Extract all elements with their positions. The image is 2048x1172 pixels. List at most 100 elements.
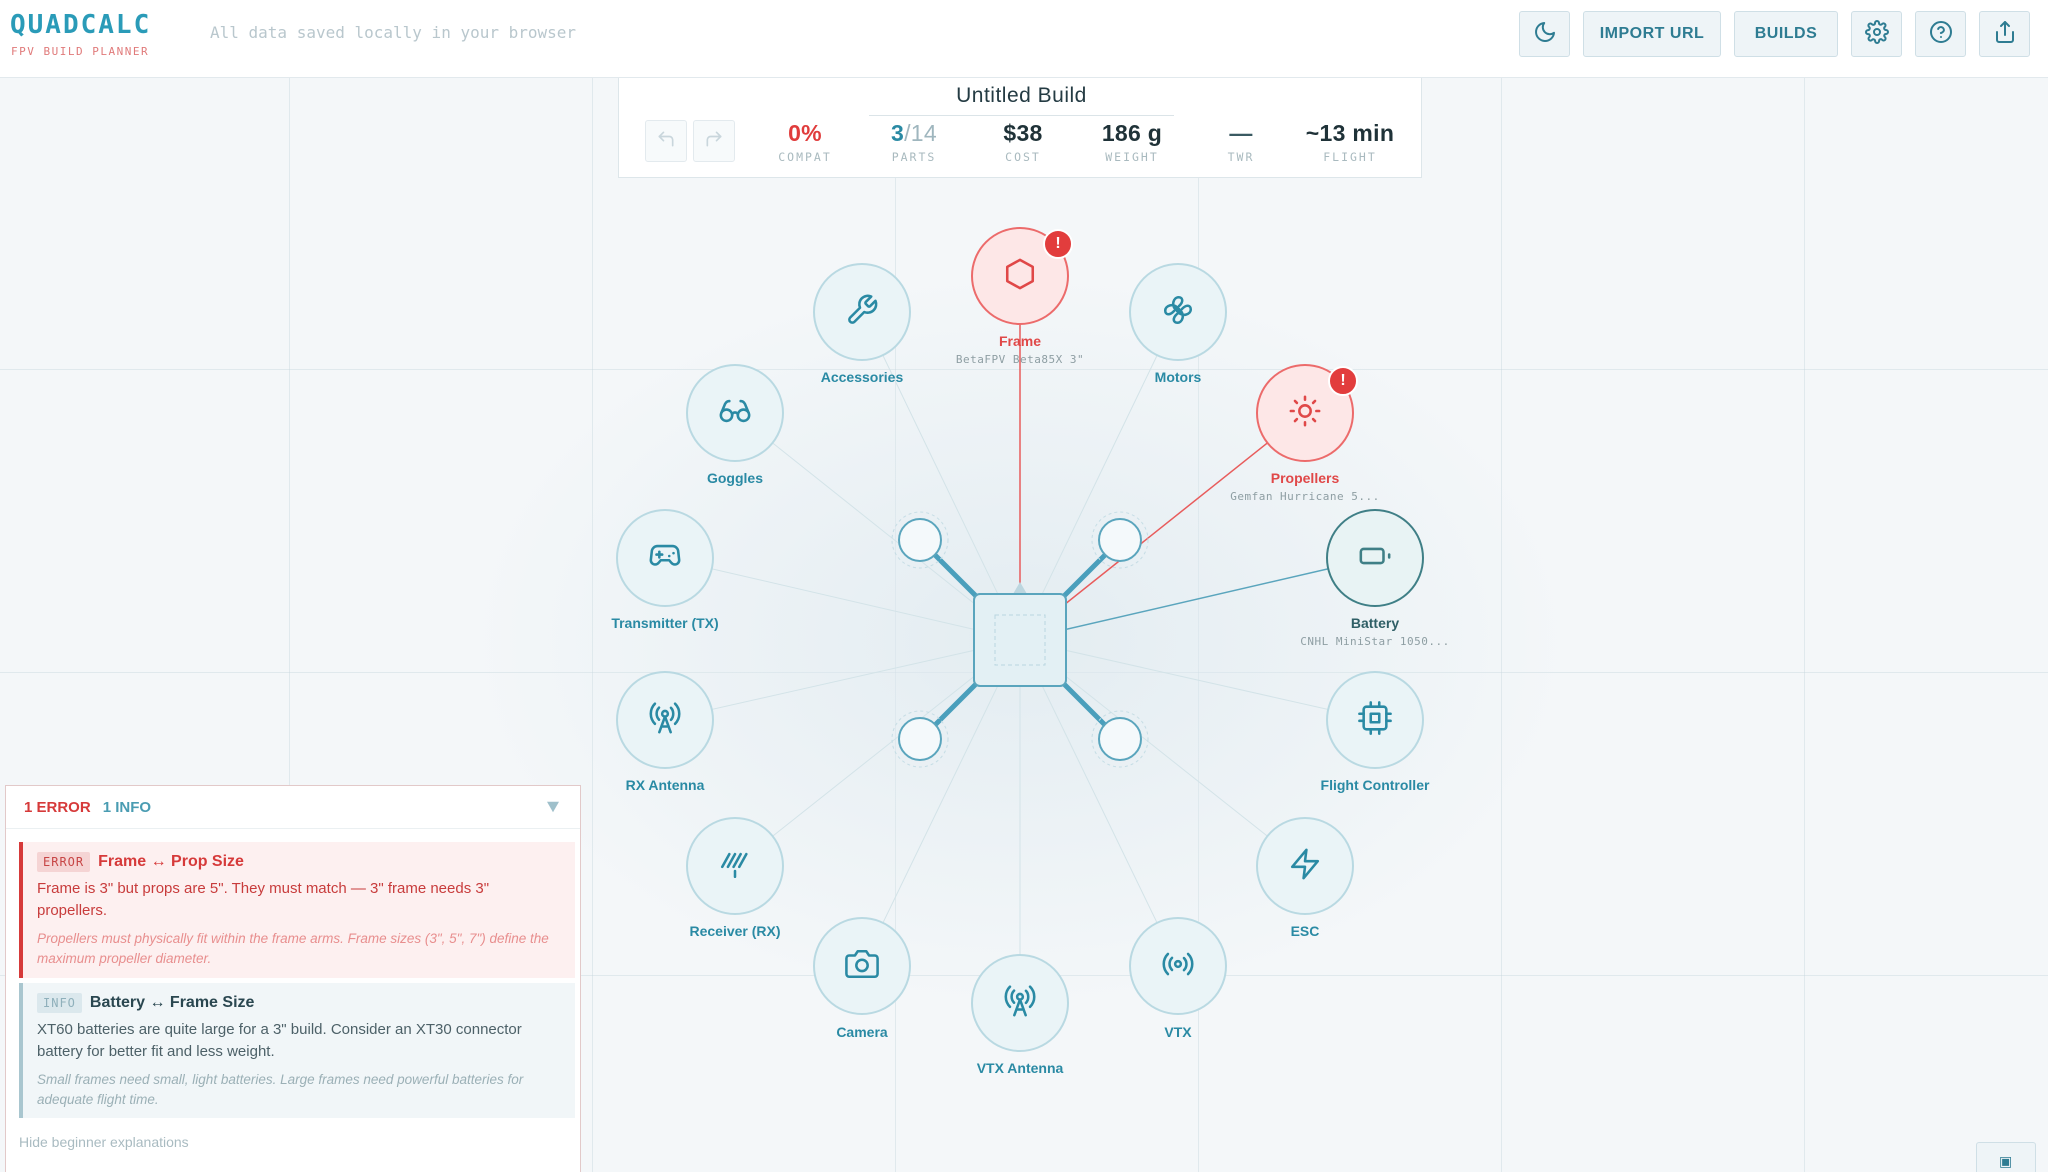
- esc-node[interactable]: [1256, 817, 1354, 915]
- issue-hint: Small frames need small, light batteries…: [37, 1072, 524, 1107]
- settings-button[interactable]: [1851, 11, 1902, 57]
- help-button[interactable]: [1915, 11, 1966, 57]
- build-summary: Untitled Build 0% COMPAT 3/14 PARTS $38 …: [618, 78, 1422, 178]
- stat-flight: ~13 min FLIGHT: [1295, 120, 1405, 164]
- theme-toggle-button[interactable]: [1519, 11, 1570, 57]
- drone-illustration: [891, 511, 1149, 768]
- propellers-error-badge: !: [1328, 366, 1358, 396]
- parts-count: 3: [891, 120, 905, 146]
- gear-icon: [1864, 19, 1889, 49]
- cost-label: COST: [1005, 150, 1041, 164]
- receiver-node[interactable]: [686, 817, 784, 915]
- error-count: 1 ERROR: [24, 798, 91, 816]
- camera-icon: [845, 947, 879, 986]
- vtx-antenna-node[interactable]: [971, 954, 1069, 1052]
- share-button[interactable]: [1979, 11, 2030, 57]
- battery-node[interactable]: [1326, 509, 1424, 607]
- build-title[interactable]: Untitled Build: [869, 84, 1174, 116]
- vtx-node[interactable]: [1129, 917, 1227, 1015]
- signal-lines-icon: [718, 847, 752, 886]
- wrench-icon: [845, 293, 879, 332]
- stat-compat: 0% COMPAT: [750, 120, 860, 164]
- builds-button[interactable]: BUILDS: [1734, 11, 1838, 57]
- flight-controller-node[interactable]: [1326, 671, 1424, 769]
- sun-icon: [1288, 394, 1322, 433]
- lightning-icon: [1288, 847, 1322, 886]
- hexagon-icon: [1003, 257, 1037, 296]
- flight-label: FLIGHT: [1323, 150, 1377, 164]
- transmitter-node[interactable]: [616, 509, 714, 607]
- propellers-node[interactable]: !: [1256, 364, 1358, 462]
- propellers-label: Propellers: [1270, 470, 1340, 486]
- flight-value: ~13 min: [1305, 120, 1395, 146]
- issues-panel: 1 ERROR 1 INFO ERROR Frame ↔ Prop Size Fr…: [5, 785, 581, 1172]
- issue-title: Frame ↔ Prop Size: [98, 853, 244, 870]
- propellers-selection: Gemfan Hurricane 5...: [1230, 490, 1380, 503]
- propellers-connector: [1019, 412, 1306, 641]
- frame-selection: BetaFPV Beta85X 3": [955, 353, 1085, 366]
- flight-controller-label: Flight Controller: [1320, 777, 1430, 793]
- weight-label: WEIGHT: [1105, 150, 1159, 164]
- accessories-node[interactable]: [813, 263, 911, 361]
- broadcast-tower-icon: [1003, 984, 1037, 1023]
- twr-value: —: [1229, 120, 1253, 146]
- antenna-icon: [648, 701, 682, 740]
- hide-explanations-link[interactable]: Hide beginner explanations: [19, 1134, 189, 1150]
- app-logo[interactable]: QUADCALC: [10, 10, 152, 40]
- app-subtitle: FPV BUILD PLANNER: [11, 45, 150, 58]
- share-icon: [1993, 20, 2017, 49]
- undo-button[interactable]: [645, 120, 687, 162]
- panel-toggle-button[interactable]: ▣: [1976, 1142, 2036, 1172]
- stat-cost: $38 COST: [968, 120, 1078, 164]
- vtx-label: VTX: [1164, 1024, 1192, 1040]
- glasses-icon: [718, 394, 752, 433]
- motors-label: Motors: [1154, 369, 1202, 385]
- redo-button[interactable]: [693, 120, 735, 162]
- twr-label: TWR: [1227, 150, 1255, 164]
- parts-total: /14: [904, 120, 937, 146]
- frame-node[interactable]: !: [971, 227, 1073, 325]
- issue-message: Frame is 3" but props are 5". They must …: [37, 880, 490, 919]
- info-tag: INFO: [37, 993, 82, 1013]
- compat-value: 0%: [788, 120, 822, 146]
- camera-node[interactable]: [813, 917, 911, 1015]
- parts-value: 3/14: [859, 120, 969, 147]
- issues-header[interactable]: 1 ERROR 1 INFO: [6, 786, 580, 829]
- transmitter-label: Transmitter (TX): [611, 615, 719, 631]
- rx-antenna-node[interactable]: [616, 671, 714, 769]
- battery-selection: CNHL MiniStar 1050...: [1300, 635, 1450, 648]
- compat-label: COMPAT: [778, 150, 832, 164]
- goggles-label: Goggles: [706, 470, 763, 486]
- stat-twr: — TWR: [1186, 120, 1296, 164]
- cpu-icon: [1358, 700, 1392, 740]
- help-icon: [1929, 20, 1953, 49]
- battery-label: Battery: [1350, 615, 1400, 631]
- top-bar: QUADCALC FPV BUILD PLANNER All data save…: [0, 0, 2048, 78]
- battery-icon: [1358, 539, 1392, 578]
- storage-tagline: All data saved locally in your browser: [210, 23, 577, 42]
- issue-title: Battery ↔ Frame Size: [89, 994, 255, 1011]
- weight-value: 186 g: [1101, 120, 1163, 146]
- receiver-label: Receiver (RX): [689, 923, 781, 939]
- frame-label: Frame: [998, 333, 1042, 349]
- camera-label: Camera: [836, 1024, 888, 1040]
- cost-value: $38: [1003, 120, 1043, 146]
- error-tag: ERROR: [37, 852, 91, 872]
- fan-icon: [1161, 293, 1195, 332]
- moon-icon: [1533, 20, 1557, 49]
- parts-label: PARTS: [891, 150, 937, 164]
- motors-node[interactable]: [1129, 263, 1227, 361]
- redo-icon: [704, 129, 724, 154]
- collapse-icon[interactable]: [544, 798, 562, 820]
- rx-antenna-label: RX Antenna: [625, 777, 705, 793]
- stat-weight: 186 g WEIGHT: [1077, 120, 1187, 164]
- issue-error-item[interactable]: ERROR Frame ↔ Prop Size Frame is 3" but p…: [19, 842, 575, 978]
- import-url-button[interactable]: IMPORT URL: [1583, 11, 1721, 57]
- radio-waves-icon: [1161, 947, 1195, 986]
- undo-icon: [656, 129, 676, 154]
- gamepad-icon: [648, 539, 682, 578]
- goggles-node[interactable]: [686, 364, 784, 462]
- layout-icon: ▣: [1999, 1153, 2013, 1169]
- info-count: 1 INFO: [102, 798, 152, 816]
